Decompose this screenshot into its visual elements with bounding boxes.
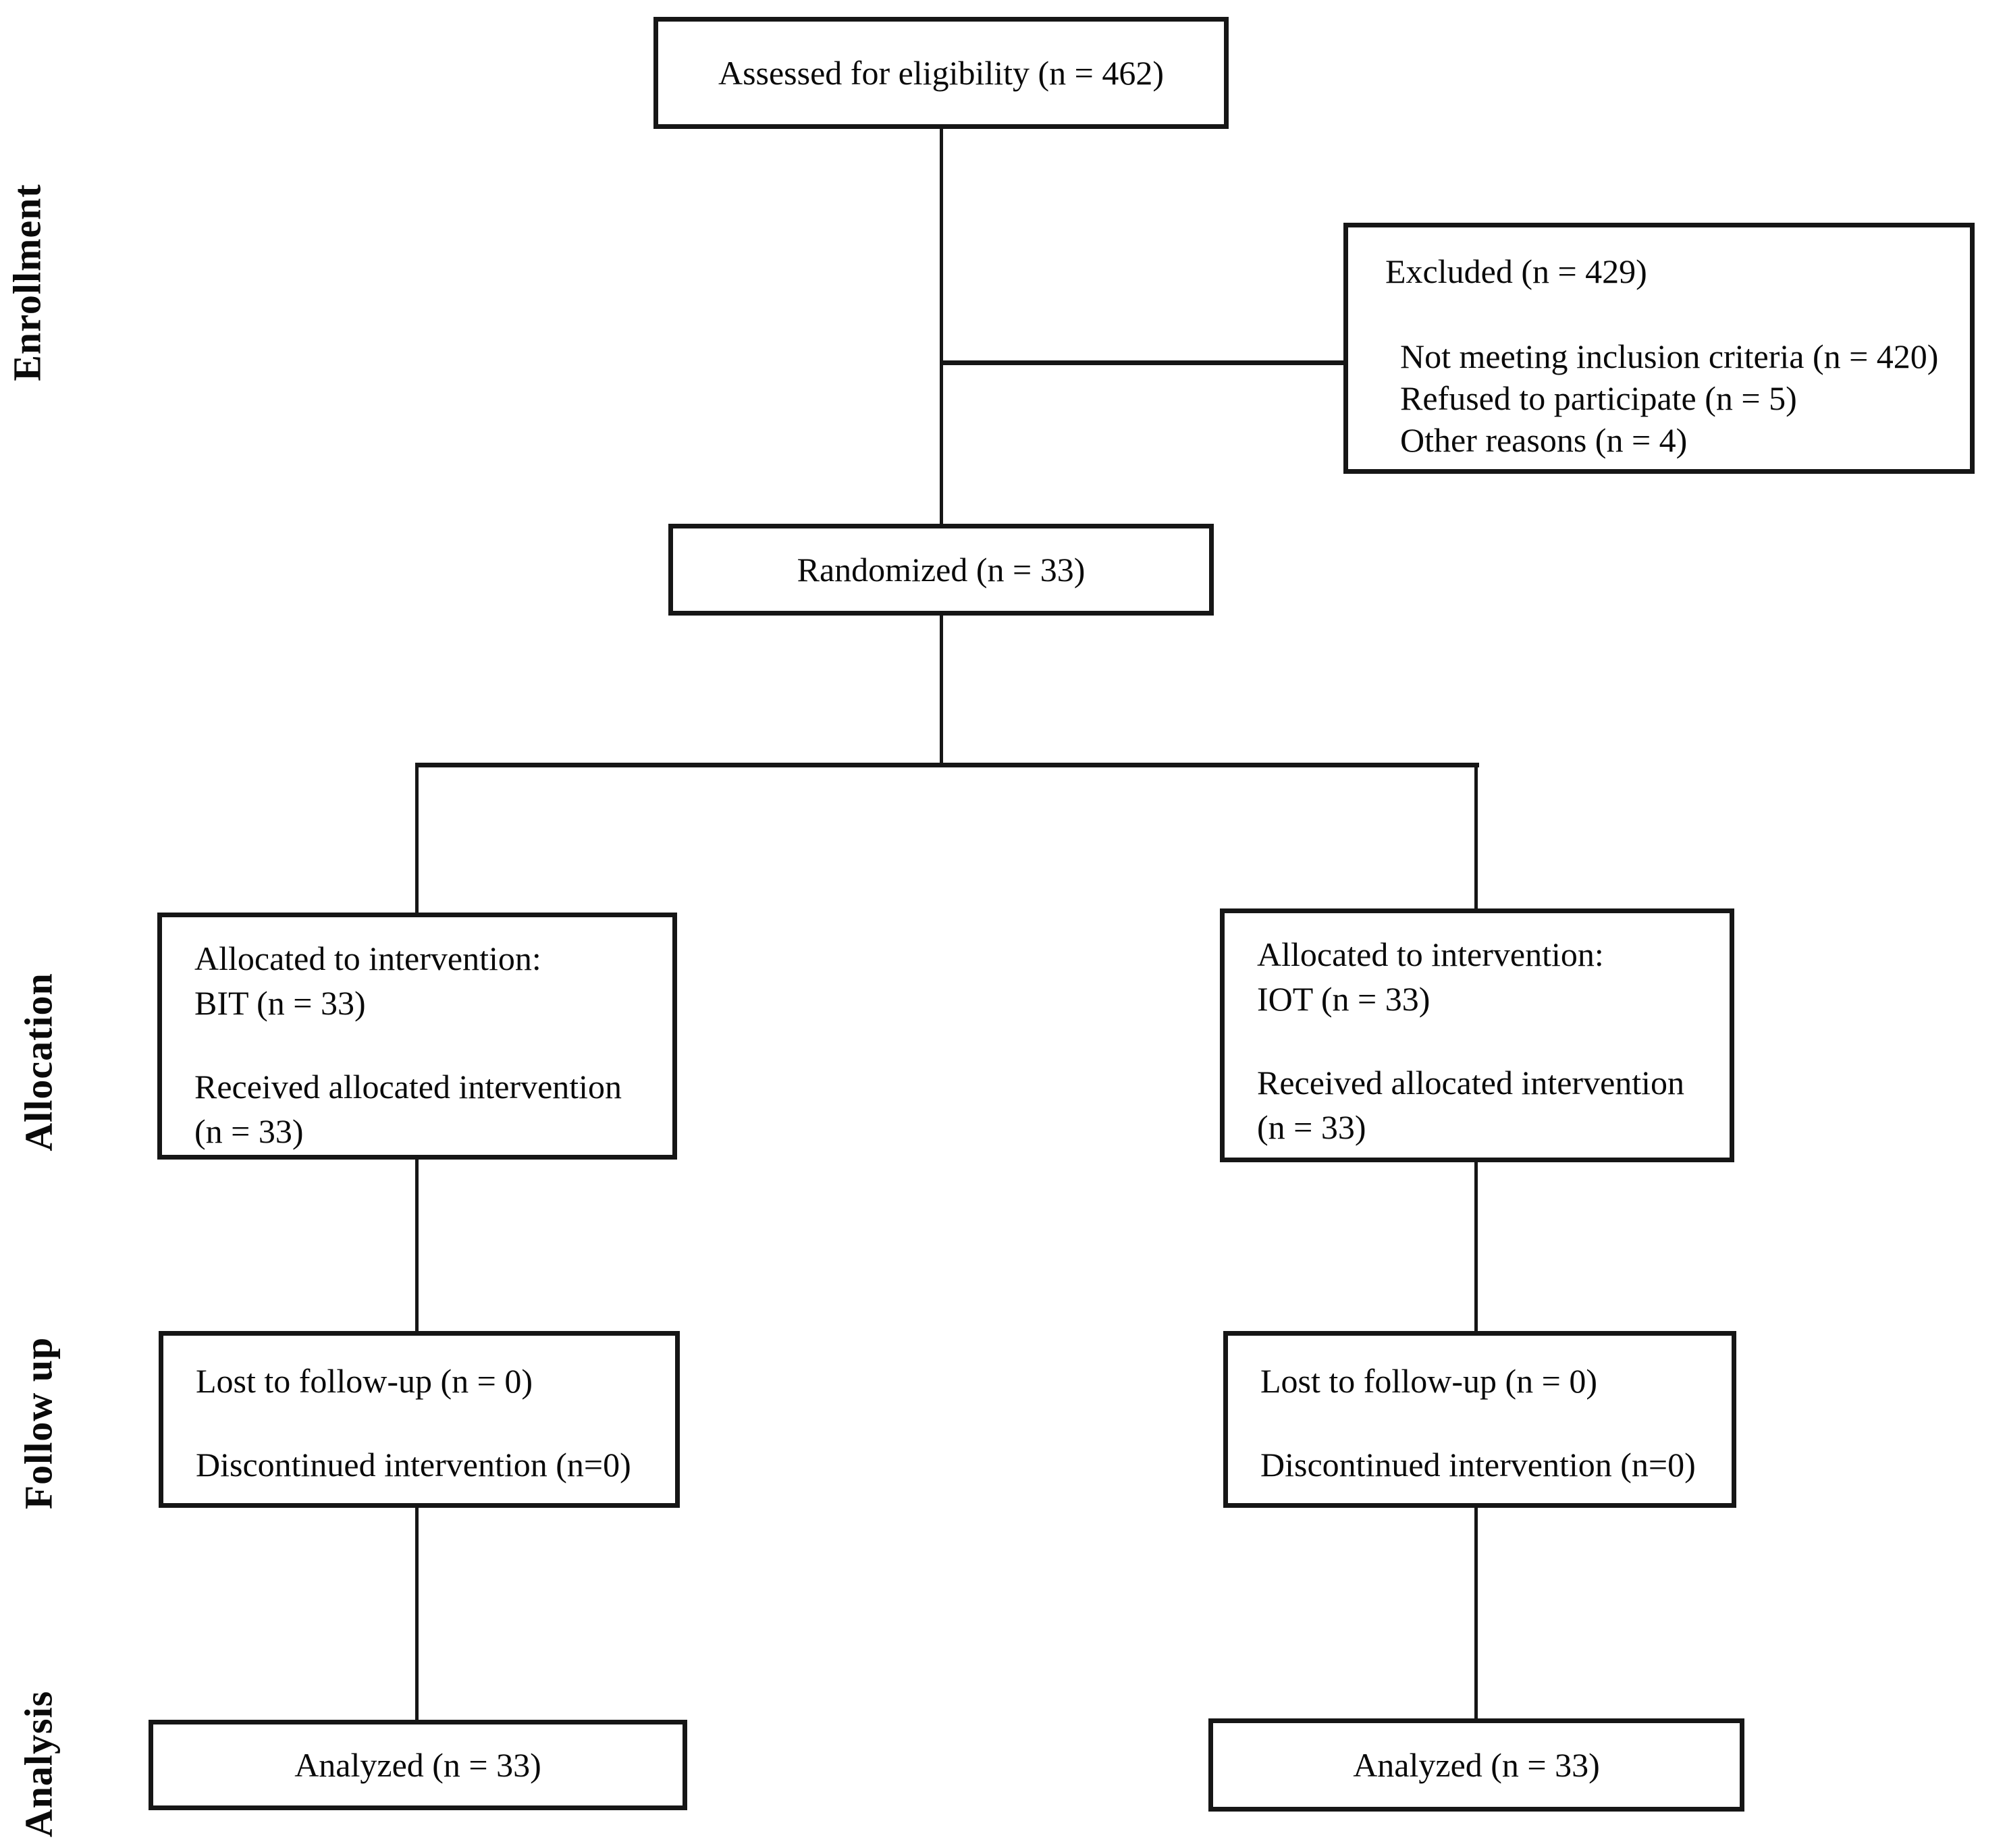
box-allocated-iot: Allocated to intervention: IOT (n = 33) … [1220,908,1734,1162]
analyzed-bit-text: Analyzed (n = 33) [294,1745,541,1784]
connector-randomized-down [940,614,943,765]
box-excluded: Excluded (n = 429) Not meeting inclusion… [1343,223,1975,474]
followup-bit-line2: Discontinued intervention (n=0) [196,1446,631,1484]
spacer [1260,1403,1705,1442]
connector-eligibility-to-randomized [940,128,943,526]
allocated-bit-line4: (n = 33) [194,1112,304,1150]
spacer [1257,1021,1703,1060]
allocated-iot-line2: IOT (n = 33) [1257,980,1431,1018]
connector-branch-to-excluded [940,360,1345,365]
connector-followup-to-analyzed-iot [1474,1506,1478,1720]
excluded-reasons: Not meeting inclusion criteria (n = 420)… [1385,335,1950,461]
spacer [196,1403,648,1442]
allocated-bit-line1: Allocated to intervention: [194,940,541,977]
box-allocated-bit: Allocated to intervention: BIT (n = 33) … [157,913,677,1160]
allocated-iot-line3: Received allocated intervention [1257,1064,1685,1102]
box-analyzed-bit: Analyzed (n = 33) [149,1720,687,1810]
connector-alloc-to-followup-iot [1474,1161,1478,1332]
connector-followup-to-analyzed-bit [415,1506,419,1721]
allocated-bit-line2: BIT (n = 33) [194,984,366,1022]
box-assessed-for-eligibility: Assessed for eligibility (n = 462) [653,17,1229,129]
followup-iot-line1: Lost to follow-up (n = 0) [1260,1362,1597,1400]
connector-split-to-alloc-bit [415,763,419,914]
stage-label-allocation: Allocation [16,973,61,1151]
allocated-iot-line1: Allocated to intervention: [1257,935,1604,973]
connector-alloc-to-followup-bit [415,1158,419,1332]
box-followup-bit: Lost to follow-up (n = 0) Discontinued i… [159,1331,680,1508]
connector-split-to-alloc-iot [1474,763,1478,910]
randomized-text: Randomized (n = 33) [797,550,1086,589]
stage-label-analysis: Analysis [16,1690,61,1838]
spacer [194,1025,645,1064]
assessed-text: Assessed for eligibility (n = 462) [718,53,1165,92]
box-followup-iot: Lost to follow-up (n = 0) Discontinued i… [1223,1331,1736,1508]
analyzed-iot-text: Analyzed (n = 33) [1353,1745,1600,1784]
excluded-title: Excluded (n = 429) [1385,252,1647,290]
excluded-reason-1: Not meeting inclusion criteria (n = 420) [1400,337,1939,375]
excluded-reason-2: Refused to participate (n = 5) [1400,379,1797,417]
followup-bit-line1: Lost to follow-up (n = 0) [196,1362,533,1400]
excluded-reason-3: Other reasons (n = 4) [1400,421,1688,459]
allocated-iot-line4: (n = 33) [1257,1108,1366,1146]
stage-label-enrollment: Enrollment [5,184,49,381]
box-randomized: Randomized (n = 33) [668,524,1214,616]
followup-iot-line2: Discontinued intervention (n=0) [1260,1446,1696,1484]
connector-randomization-split [415,763,1479,767]
allocated-bit-line3: Received allocated intervention [194,1068,622,1106]
box-analyzed-iot: Analyzed (n = 33) [1208,1718,1744,1812]
